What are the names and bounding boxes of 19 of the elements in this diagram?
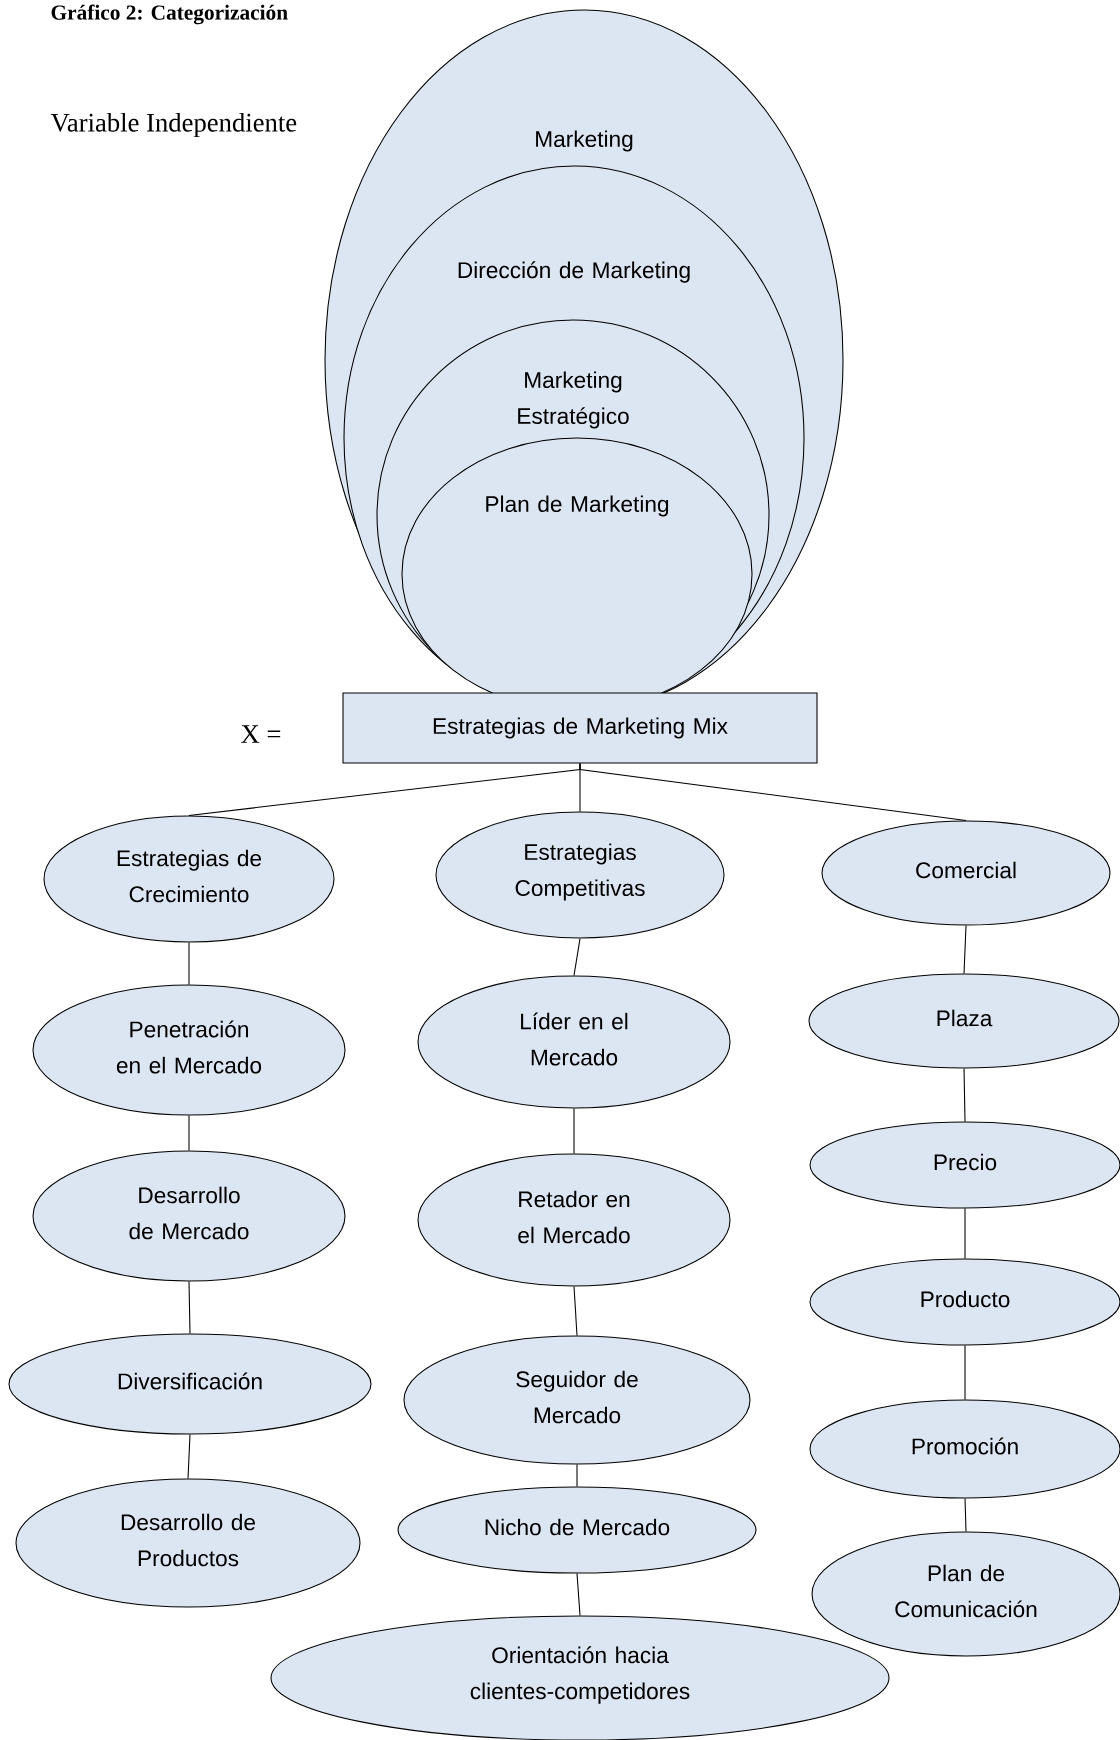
connector-line (964, 1208, 966, 1259)
connector-line (964, 1345, 966, 1400)
connector-line (187, 1434, 191, 1479)
connector-line (576, 1464, 578, 1487)
connector-line (963, 1068, 966, 1122)
connector-line (188, 1281, 191, 1334)
connector-line (576, 1573, 581, 1617)
connector-line (188, 1115, 190, 1151)
title: Gráfico 2: Categorización (51, 4, 288, 25)
label-text: X = (241, 725, 281, 743)
connector-line (963, 925, 967, 974)
category-box: Estrategias de Marketing Mix (342, 692, 818, 764)
connector-line (579, 763, 967, 821)
connector-line (573, 1108, 575, 1154)
connector-line (964, 1498, 967, 1533)
connector-line (573, 1286, 578, 1336)
connector-line (573, 938, 581, 976)
connector-line (188, 942, 190, 985)
label-text: Variable Independiente (50, 112, 297, 138)
